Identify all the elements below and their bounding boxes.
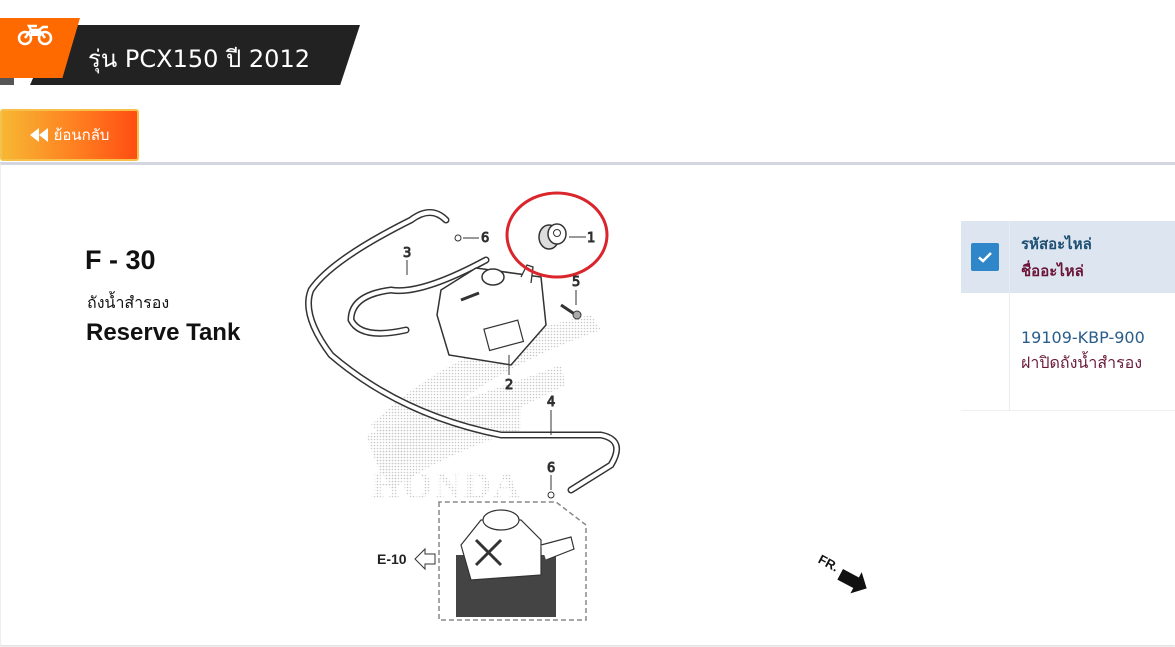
svg-text:5: 5: [572, 275, 580, 290]
svg-text:2: 2: [505, 378, 513, 393]
row-text: 19109-KBP-900 ฝาปิดถังน้ำสำรอง: [1010, 293, 1145, 410]
figure-code: F - 30: [85, 245, 156, 275]
svg-text:6: 6: [481, 231, 489, 246]
highlight-circle: [505, 191, 609, 279]
part-code: 19109-KBP-900: [1021, 327, 1145, 347]
svg-text:6: 6: [547, 461, 555, 476]
back-button-label: ย้อนกลับ: [53, 126, 110, 144]
figure-title-th: ถังน้ำสำรอง: [87, 293, 170, 312]
reserve-tank-cap: [538, 223, 567, 250]
motorcycle-icon: [17, 24, 53, 46]
title-background: [30, 25, 360, 85]
svg-text:FR.: FR.: [816, 551, 842, 574]
row-check-cell: [961, 293, 1010, 410]
select-all-checkbox[interactable]: [971, 243, 999, 271]
table-row[interactable]: 19109-KBP-900 ฝาปิดถังน้ำสำรอง: [961, 293, 1175, 411]
model-title-bar: รุ่น PCX150 ปี 2012: [0, 18, 360, 85]
svg-text:HONDA: HONDA: [371, 465, 522, 507]
figure-title-en: Reserve Tank: [86, 319, 241, 346]
reserve-tank: [436, 264, 547, 366]
part-name-header: ชื่ออะไหล่: [1021, 261, 1084, 280]
honda-wing-watermark: HONDA: [366, 315, 601, 507]
radiator-inset: [438, 501, 587, 621]
page-title: รุ่น PCX150 ปี 2012: [88, 45, 310, 73]
exploded-view-drawing: HONDA: [305, 191, 867, 621]
svg-text:E-10: E-10: [377, 551, 407, 567]
parts-table: รหัสอะไหล่ ชื่ออะไหล่ 19109-KBP-900 ฝาปิ…: [961, 221, 1175, 411]
select-all-cell: [961, 221, 1010, 293]
part-name: ฝาปิดถังน้ำสำรอง: [1021, 352, 1143, 372]
title-shadow: [0, 78, 14, 85]
part-code-header: รหัสอะไหล่: [1021, 234, 1092, 253]
parts-diagram: F - 30 ถังน้ำสำรอง Reserve Tank HONDA: [1, 165, 951, 645]
check-icon: [978, 251, 992, 263]
svg-text:3: 3: [403, 246, 411, 261]
parts-table-header: รหัสอะไหล่ ชื่ออะไหล่: [961, 221, 1175, 293]
double-chevron-left-icon: [29, 128, 48, 142]
svg-text:1: 1: [587, 231, 595, 246]
header-labels: รหัสอะไหล่ ชื่ออะไหล่: [1010, 221, 1092, 293]
svg-text:4: 4: [547, 395, 555, 410]
content-panel: F - 30 ถังน้ำสำรอง Reserve Tank HONDA: [0, 162, 1175, 645]
back-button[interactable]: ย้อนกลับ: [0, 109, 139, 161]
